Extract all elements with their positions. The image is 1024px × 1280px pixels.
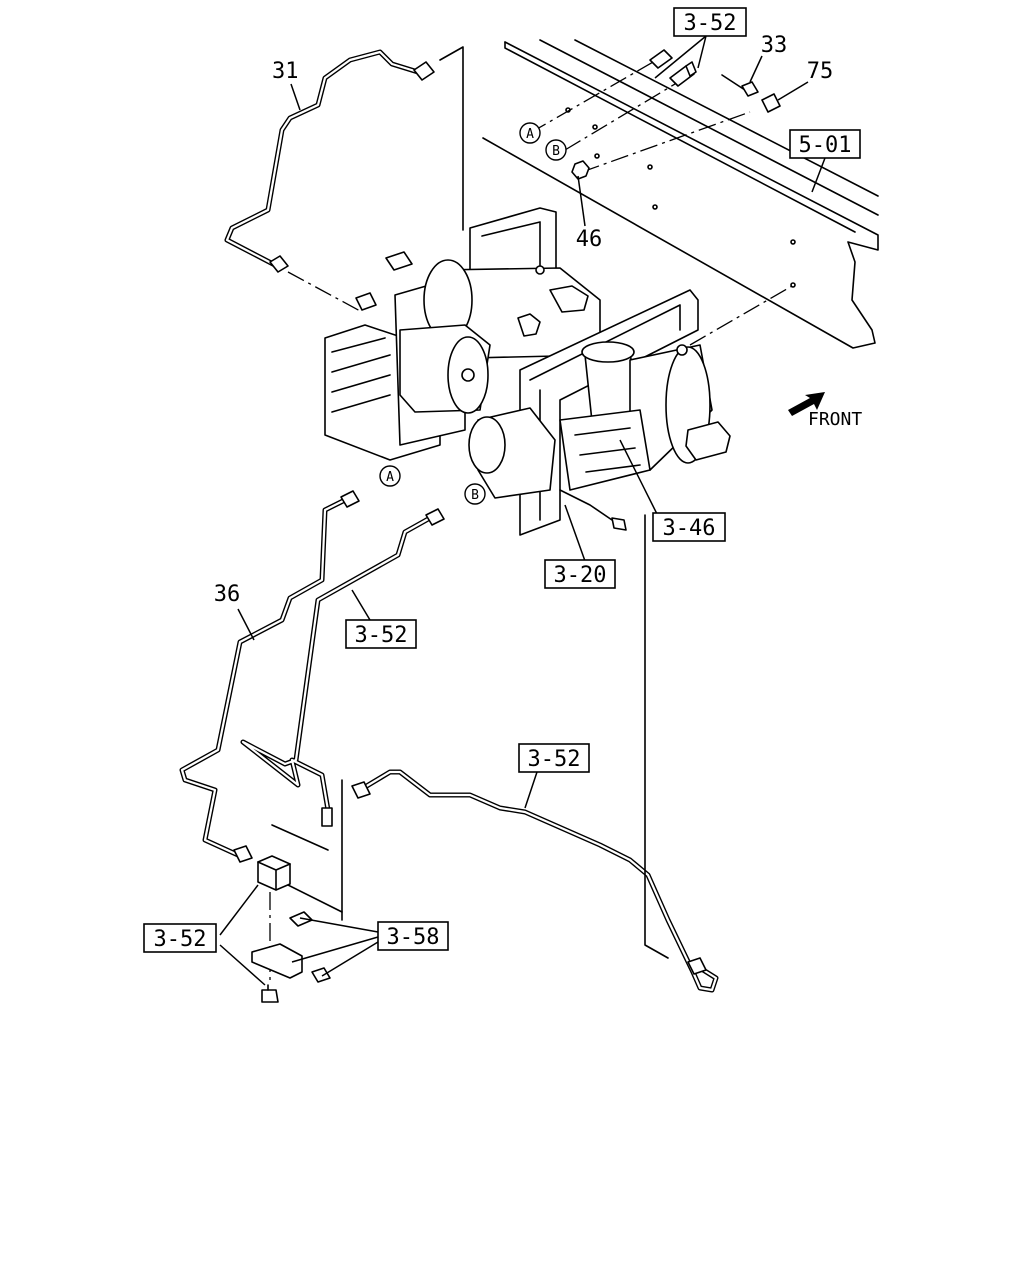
svg-text:3-52: 3-52 — [528, 747, 581, 772]
part-number-33: 33 — [761, 33, 788, 58]
top-fittings — [529, 49, 781, 180]
lower-bracket — [251, 911, 331, 1003]
ref-3-52-bottom: 3-52 — [143, 923, 217, 953]
ref-3-46: 3-46 — [652, 512, 726, 542]
tube-31 — [224, 46, 464, 313]
svg-text:5-01: 5-01 — [799, 133, 852, 158]
ref-3-52-mid: 3-52 — [345, 619, 417, 649]
marker-b-lower: B — [464, 483, 486, 505]
arrow-right-icon — [788, 392, 825, 416]
tube-3-52-mid — [240, 508, 445, 827]
ref-3-52-top: 3-52 — [673, 7, 747, 37]
part-number-31: 31 — [272, 59, 299, 84]
tube-36 — [179, 490, 360, 863]
valve-assembly — [324, 207, 793, 536]
svg-text:3-52: 3-52 — [154, 927, 207, 952]
svg-text:3-20: 3-20 — [554, 563, 607, 588]
ref-3-52-lower: 3-52 — [518, 743, 590, 773]
svg-text:A: A — [526, 127, 534, 142]
frame-rail — [482, 39, 879, 349]
svg-text:3-52: 3-52 — [684, 11, 737, 36]
ref-5-01: 5-01 — [789, 129, 861, 159]
marker-b-top: B — [545, 139, 567, 161]
tube-3-52-long — [351, 769, 719, 993]
part-number-46: 46 — [576, 227, 603, 252]
ref-3-20: 3-20 — [544, 559, 616, 589]
svg-text:B: B — [471, 488, 479, 503]
svg-text:A: A — [386, 470, 394, 485]
leaders — [219, 35, 826, 986]
svg-text:B: B — [552, 144, 560, 159]
marker-a-lower: A — [379, 465, 401, 487]
front-label: FRONT — [808, 409, 862, 430]
ref-3-58: 3-58 — [377, 921, 449, 951]
marker-a-top: A — [519, 122, 541, 144]
part-number-75: 75 — [807, 59, 834, 84]
svg-text:3-52: 3-52 — [355, 623, 408, 648]
svg-text:3-58: 3-58 — [387, 925, 440, 950]
svg-text:3-46: 3-46 — [663, 516, 716, 541]
tee-block — [257, 855, 291, 985]
part-number-36: 36 — [214, 582, 241, 607]
